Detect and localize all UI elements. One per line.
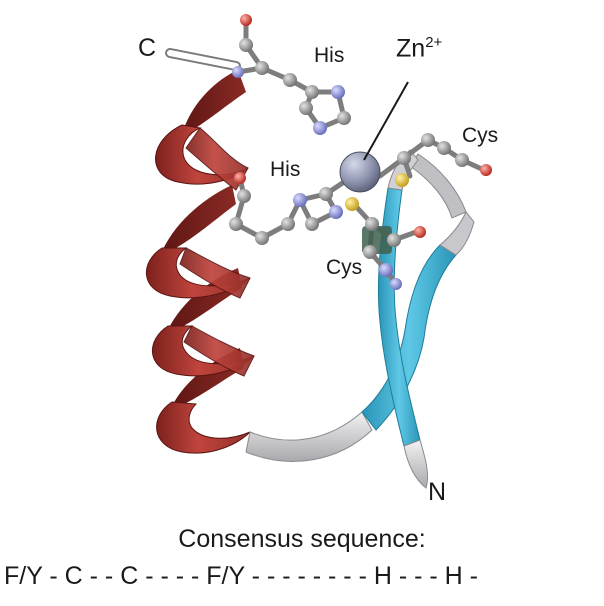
zinc-symbol: Zn	[396, 34, 426, 63]
consensus-title: Consensus sequence:	[178, 525, 426, 553]
consensus-sequence: F/Y - C - - C - - - - F/Y - - - - - - - …	[4, 562, 478, 590]
his-lower-sidechain	[229, 171, 359, 245]
zinc-label-pointer	[363, 81, 409, 161]
zinc-ion-label: Zn2+	[396, 34, 442, 63]
his-upper-sidechain	[232, 14, 351, 135]
cys-right-label: Cys	[462, 124, 499, 147]
beta-hairpin	[361, 149, 475, 489]
c-terminus-label: C	[138, 34, 157, 62]
zinc-charge: 2+	[425, 34, 443, 51]
n-terminus-label: N	[428, 478, 447, 506]
cys-lower-label: Cys	[326, 256, 363, 279]
his-upper-label: His	[314, 44, 345, 67]
turn-loop	[245, 411, 373, 462]
his-lower-label: His	[270, 158, 301, 181]
cys-lower-sidechain	[345, 197, 426, 290]
zinc-ion	[339, 151, 381, 193]
cys-right-sidechain	[377, 133, 492, 187]
c-terminal-tail	[165, 48, 241, 71]
